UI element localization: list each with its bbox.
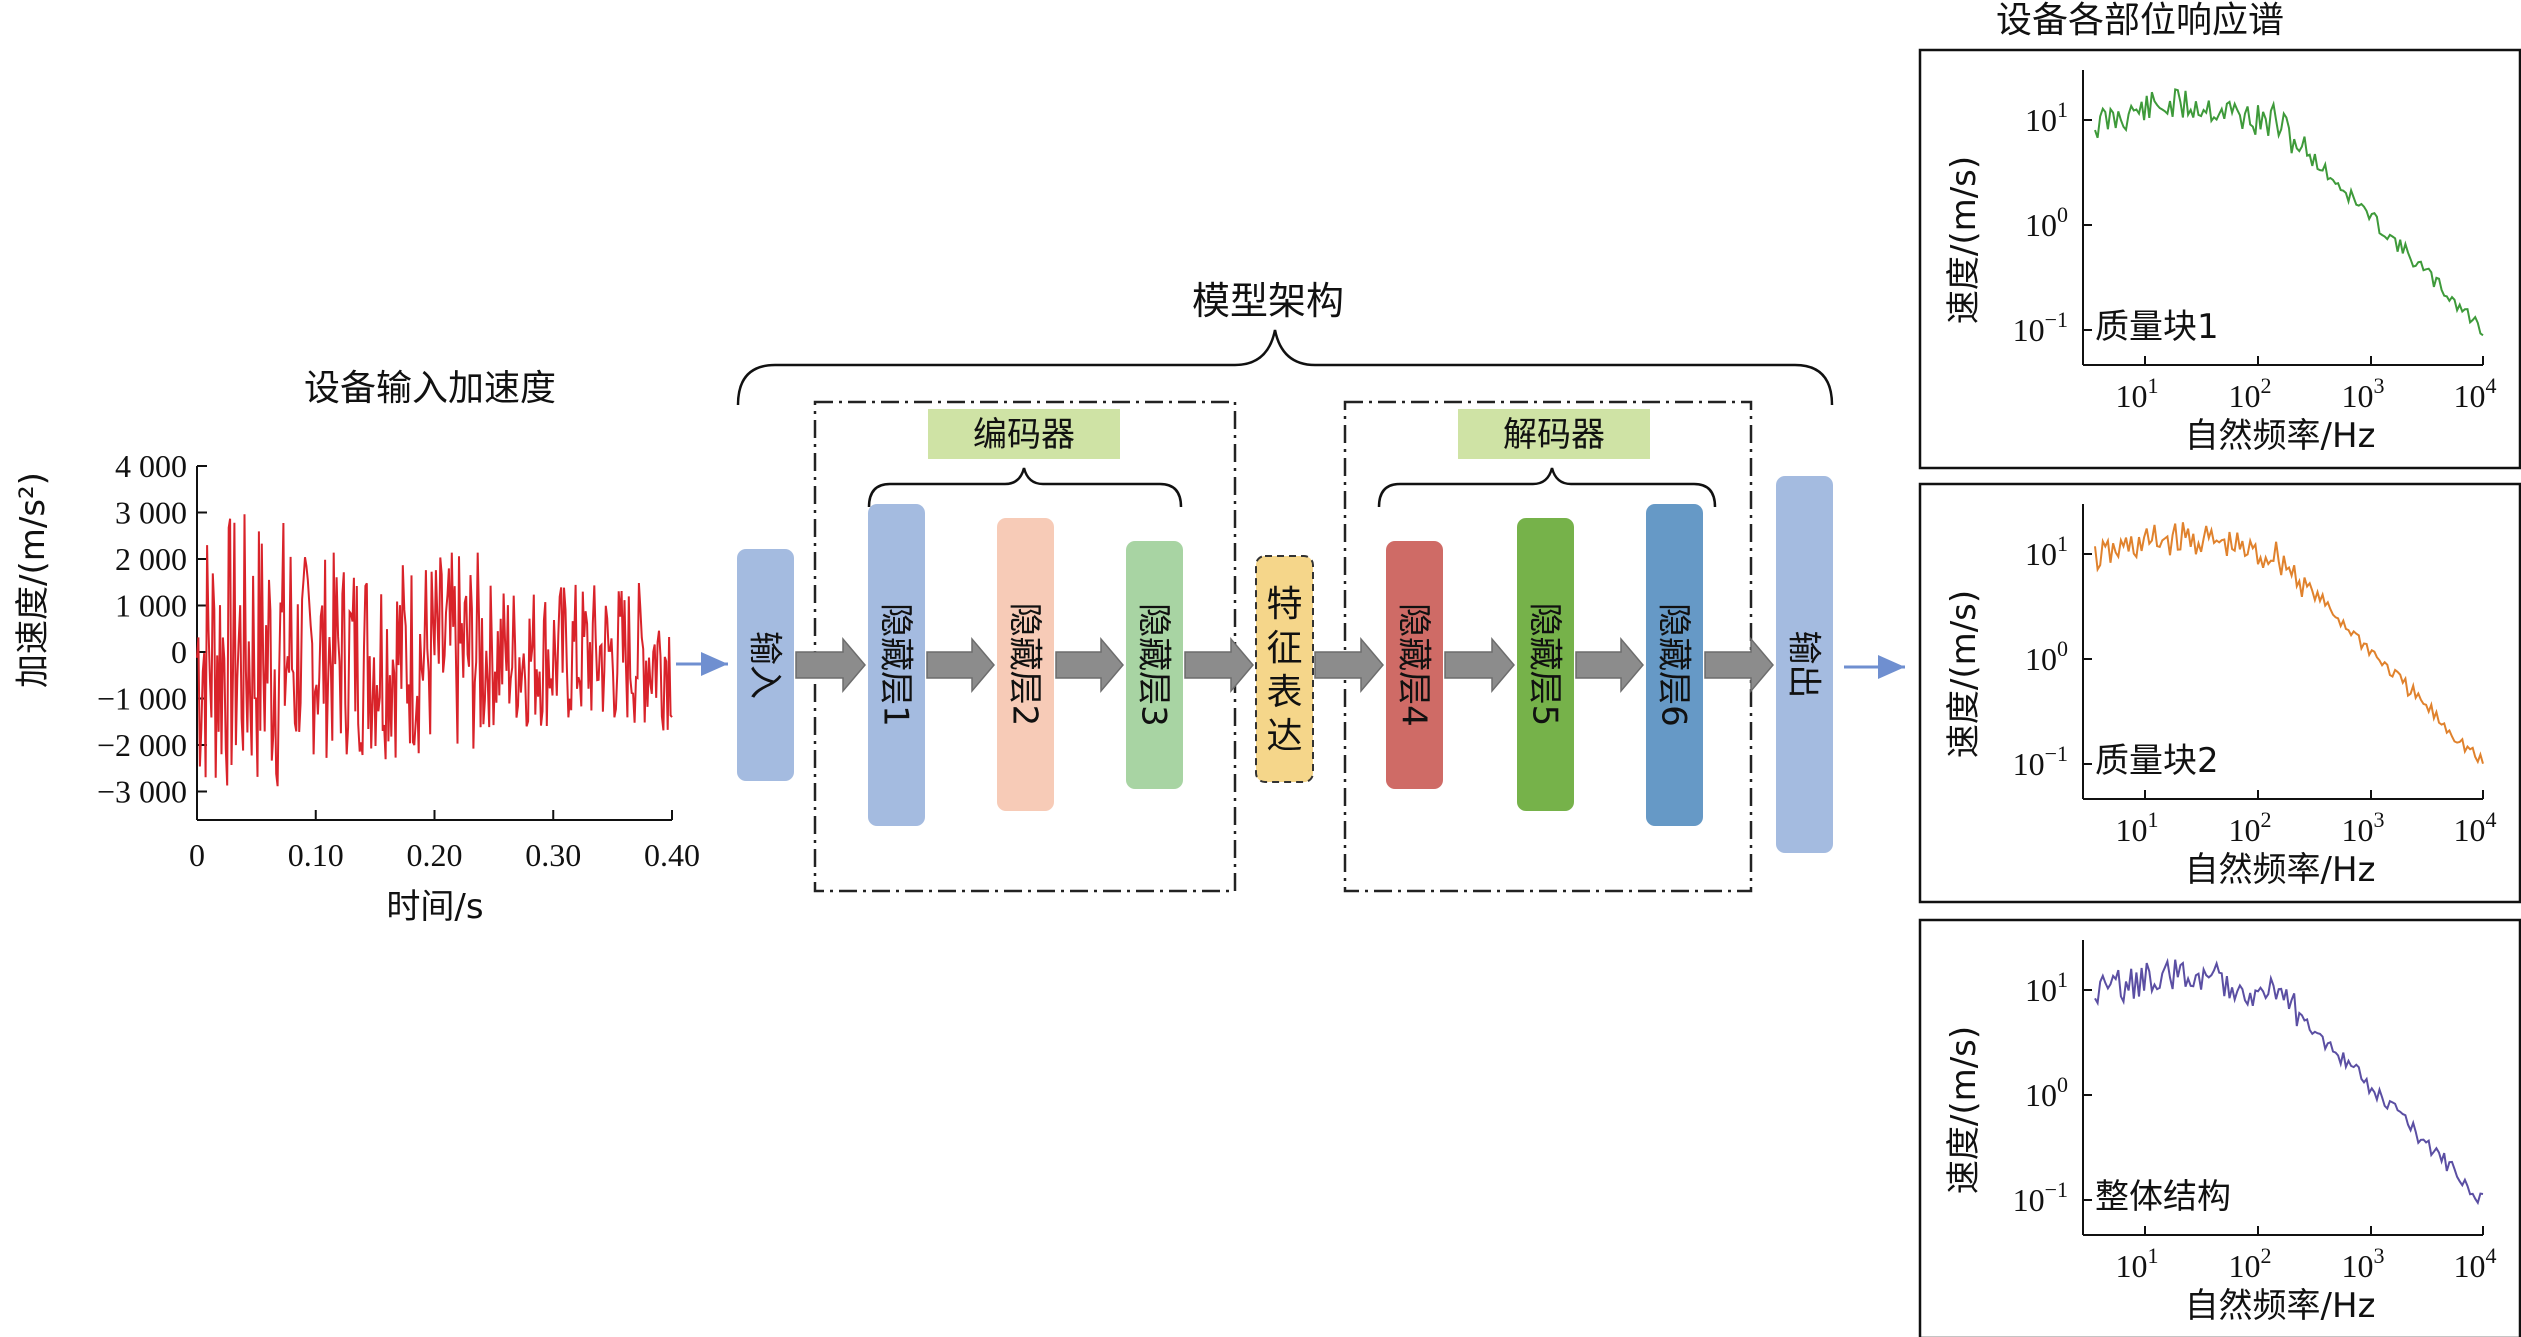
input-y-tick-label: −2 000	[97, 727, 187, 763]
encoder-label-box	[928, 409, 1120, 459]
input-y-tick-label: 0	[171, 634, 187, 670]
spectrum-xlabel: 自然频率/Hz	[2185, 850, 2376, 890]
architecture-arrows	[795, 636, 1774, 694]
spectrum-panel-label: 质量块1	[2095, 307, 2219, 347]
block-label: 表	[1266, 672, 1302, 713]
block-label: 特	[1266, 584, 1302, 625]
flow-arrow	[1704, 636, 1774, 694]
input-chart-ylabel: 加速度/(m/s²)	[13, 472, 53, 688]
spectrum-y-tick-label: 101	[2025, 97, 2068, 138]
block-hidden-1: 隐藏层1	[868, 504, 925, 826]
spectrum-y-tick-label: 101	[2025, 967, 2068, 1008]
block-label: 隐藏层5	[1525, 603, 1565, 727]
input-y-tick-label: 3 000	[115, 495, 187, 531]
input-y-tick-label: −3 000	[97, 774, 187, 810]
input-chart-title: 设备输入加速度	[304, 368, 556, 409]
input-y-ticks: 4 000 3 000 2 000 1 000 0 −1 000 −2 000 −3 000	[97, 448, 207, 810]
input-y-tick-label: −1 000	[97, 681, 187, 717]
spectrum-x-tick-label: 101	[2116, 373, 2159, 414]
spectrum-xlabel: 自然频率/Hz	[2185, 416, 2376, 456]
spectrum-frame	[1918, 482, 2521, 904]
encoder-label: 编码器	[973, 415, 1075, 455]
block-hidden-6: 隐藏层6	[1646, 504, 1703, 826]
spectrum-ylabel: 速度/(m/s)	[1944, 1026, 1984, 1194]
block-label: 隐藏层3	[1134, 603, 1174, 727]
input-x-tick-label: 0.30	[525, 837, 581, 873]
spectrum-curve	[2094, 957, 2484, 1206]
flow-arrow	[1575, 636, 1644, 694]
architecture-brace	[736, 329, 1834, 406]
spectra-title: 设备各部位响应谱	[1996, 0, 2284, 41]
decoder-region	[1343, 400, 1753, 893]
input-y-tick-label: 2 000	[115, 541, 187, 577]
input-chart-xlabel: 时间/s	[386, 887, 483, 927]
spectrum-y-tick-label: 10−1	[2013, 307, 2068, 348]
spectrum-panel-label: 质量块2	[2095, 741, 2219, 781]
block-label: 征	[1266, 628, 1302, 669]
block-input: 输入	[737, 549, 794, 781]
input-x-tick-label: 0	[189, 837, 205, 873]
spectrum-ylabel: 速度/(m/s)	[1944, 156, 1984, 324]
spectrum-curve	[2094, 522, 2484, 765]
spectrum-xlabel: 自然频率/Hz	[2185, 1286, 2376, 1326]
decoder-brace	[1377, 467, 1717, 508]
block-hidden-4: 隐藏层4	[1386, 541, 1443, 789]
input-y-tick-label: 4 000	[115, 448, 187, 484]
decoder-label-box	[1458, 409, 1650, 459]
flow-arrow	[926, 636, 995, 694]
encoder-brace	[867, 467, 1183, 508]
input-x-tick-label: 0.40	[644, 837, 700, 873]
architecture-title: 模型架构	[1192, 279, 1344, 323]
input-x-tick-label: 0.10	[288, 837, 344, 873]
block-hidden-3: 隐藏层3	[1126, 541, 1183, 789]
block-label: 隐藏层6	[1654, 603, 1694, 727]
flow-arrow	[1314, 636, 1384, 694]
spectrum-y-tick-label: 10−1	[2013, 741, 2068, 782]
block-label: 隐藏层2	[1005, 603, 1045, 727]
input-x-tick-label: 0.20	[407, 837, 463, 873]
spectrum-curve	[2094, 88, 2484, 337]
input-y-tick-label: 1 000	[115, 588, 187, 624]
flow-arrow	[795, 636, 866, 694]
flow-arrow	[1184, 636, 1254, 694]
block-output: 输出	[1776, 476, 1833, 853]
block-hidden-5: 隐藏层5	[1517, 518, 1574, 811]
block-label: 达	[1266, 716, 1302, 757]
input-x-ticks: 0 0.10 0.20 0.30 0.40	[189, 810, 700, 873]
spectrum-frame	[1918, 48, 2521, 470]
input-signal-line	[196, 514, 673, 787]
block-hidden-2: 隐藏层2	[997, 518, 1054, 811]
spectrum-x-tick-label: 104	[2454, 807, 2497, 848]
block-label: 输出	[1784, 631, 1824, 699]
block-label: 隐藏层1	[876, 603, 916, 727]
flow-arrow	[1444, 636, 1515, 694]
flow-arrow	[1055, 636, 1124, 694]
spectrum-panel-label: 整体结构	[2095, 1177, 2231, 1217]
spectrum-frame	[1918, 918, 2521, 1337]
spectrum-ylabel: 速度/(m/s)	[1944, 590, 1984, 758]
block-label: 输入	[745, 631, 785, 699]
input-signal-chart: 设备输入加速度 加速度/(m/s²) 时间/s 4 000 3 000 2 000 1…	[13, 368, 700, 927]
block-label: 隐藏层4	[1394, 603, 1434, 727]
spectrum-y-tick-label: 10−1	[2013, 1177, 2068, 1218]
decoder-label: 解码器	[1503, 415, 1605, 455]
